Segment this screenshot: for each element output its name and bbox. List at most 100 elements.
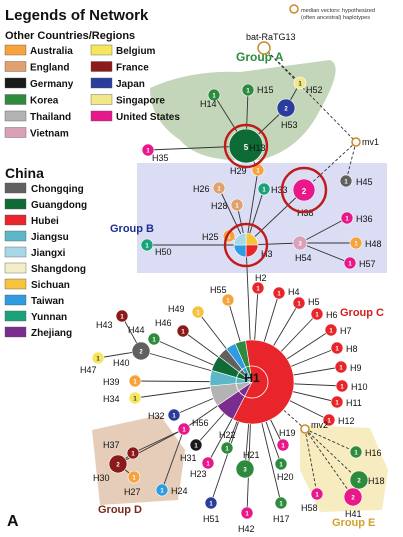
haplotype-node	[128, 374, 142, 388]
legend-other-heading: Other Countries/Regions	[5, 30, 135, 42]
haplotype-node	[335, 379, 349, 393]
haplotype-node	[147, 332, 161, 346]
legend-swatch	[4, 127, 27, 138]
node-count: 1	[297, 301, 301, 307]
panel-letter: A	[7, 513, 19, 530]
node-label: H52	[306, 85, 323, 95]
haplotype-node	[274, 496, 288, 510]
node-label: H16	[365, 448, 382, 458]
group-b-label: Group B	[110, 223, 154, 235]
haplotype-node	[349, 445, 363, 459]
node-count: 1	[340, 384, 344, 390]
node-count: 1	[146, 148, 150, 154]
haplotype-node	[131, 341, 151, 361]
node-count: 1	[209, 501, 213, 507]
haplotype-node	[272, 286, 286, 300]
node-label: H8	[346, 344, 358, 354]
node-label: H25	[202, 232, 219, 242]
haplotype-node	[207, 88, 221, 102]
node-count: 1	[256, 286, 260, 292]
haplotype-node	[241, 83, 255, 97]
legend-swatch	[4, 262, 27, 274]
haplotype-node	[235, 459, 255, 479]
haplotype-node	[141, 143, 155, 157]
haplotype-node	[155, 483, 169, 497]
haplotype-node	[204, 496, 218, 510]
legend-label: Singapore	[116, 96, 165, 107]
pie-segment	[233, 232, 247, 246]
node-count: 1	[227, 234, 231, 240]
node-label: H50	[155, 247, 172, 257]
node-count: 1	[262, 187, 266, 193]
haplotype-node	[330, 341, 344, 355]
node-count: 1	[133, 379, 137, 385]
median-vector-key-icon	[289, 4, 299, 14]
node-label: H36	[356, 214, 373, 224]
node-label: H44	[128, 325, 145, 335]
node-count: 1	[344, 179, 348, 185]
haplotype-node	[343, 256, 357, 270]
node-count: 1	[172, 413, 176, 419]
haplotype-node	[322, 413, 336, 427]
haplotype-node	[108, 454, 128, 474]
node-count: 1	[246, 88, 250, 94]
network-edge	[161, 428, 185, 491]
haplotype-node	[339, 174, 353, 188]
haplotype-node	[189, 438, 203, 452]
node-label: H32	[148, 411, 165, 421]
node-count: 1	[281, 443, 285, 449]
node-label: H28	[211, 201, 228, 211]
legend-label: Belgium	[116, 46, 156, 57]
node-label: H1	[244, 371, 260, 385]
highlight-ring-h3	[223, 222, 269, 268]
node-label: H46	[155, 318, 172, 328]
group-d-region	[92, 415, 185, 505]
legend-label: Vietnam	[30, 129, 69, 140]
node-label: H13	[249, 143, 266, 153]
haplotype-node	[293, 76, 307, 90]
pie-segment	[232, 339, 295, 425]
legend-swatch	[90, 44, 113, 56]
highlight-ring-h13	[223, 123, 269, 169]
node-count: 1	[225, 446, 229, 452]
legend-swatch	[4, 110, 27, 122]
node-count: 2	[284, 106, 288, 112]
node-label: H37	[103, 440, 120, 450]
haplotype-node	[334, 360, 348, 374]
haplotype-node	[201, 456, 215, 470]
network-edge	[263, 47, 301, 84]
node-count: 1	[152, 337, 156, 343]
node-label: H29	[230, 166, 247, 176]
node-count: 3	[243, 467, 247, 473]
node-label: H31	[180, 453, 197, 463]
node-label: H49	[168, 304, 185, 314]
node-count: 1	[339, 365, 343, 371]
legend-swatch	[90, 77, 113, 89]
legend-label: Jiangsu	[31, 232, 69, 243]
median-vector-note: median vectors: hypothesized(often ances…	[301, 8, 375, 21]
node-label: H53	[281, 120, 298, 130]
node-count: 1	[277, 291, 281, 297]
node-label: H27	[124, 487, 141, 497]
haplotype-node	[300, 424, 310, 434]
node-count: 1	[327, 418, 331, 424]
node-label: H21	[243, 450, 260, 460]
legend-label: Japan	[116, 79, 145, 90]
node-count: 1	[120, 314, 124, 320]
node-label: H34	[103, 394, 120, 404]
node-count: 5	[244, 143, 249, 152]
node-label: H5	[308, 297, 320, 307]
haplotype-node	[292, 296, 306, 310]
node-label: H17	[273, 514, 290, 524]
node-count: 2	[116, 462, 120, 468]
h3-pie	[233, 232, 259, 258]
legend-swatch	[4, 294, 27, 306]
haplotype-node	[240, 506, 254, 520]
network-edge	[304, 428, 354, 498]
group-a-region	[150, 60, 336, 161]
haplotype-node	[91, 351, 105, 365]
node-label: H14	[200, 99, 217, 109]
node-label: H19	[279, 428, 296, 438]
node-count: 1	[298, 81, 302, 87]
